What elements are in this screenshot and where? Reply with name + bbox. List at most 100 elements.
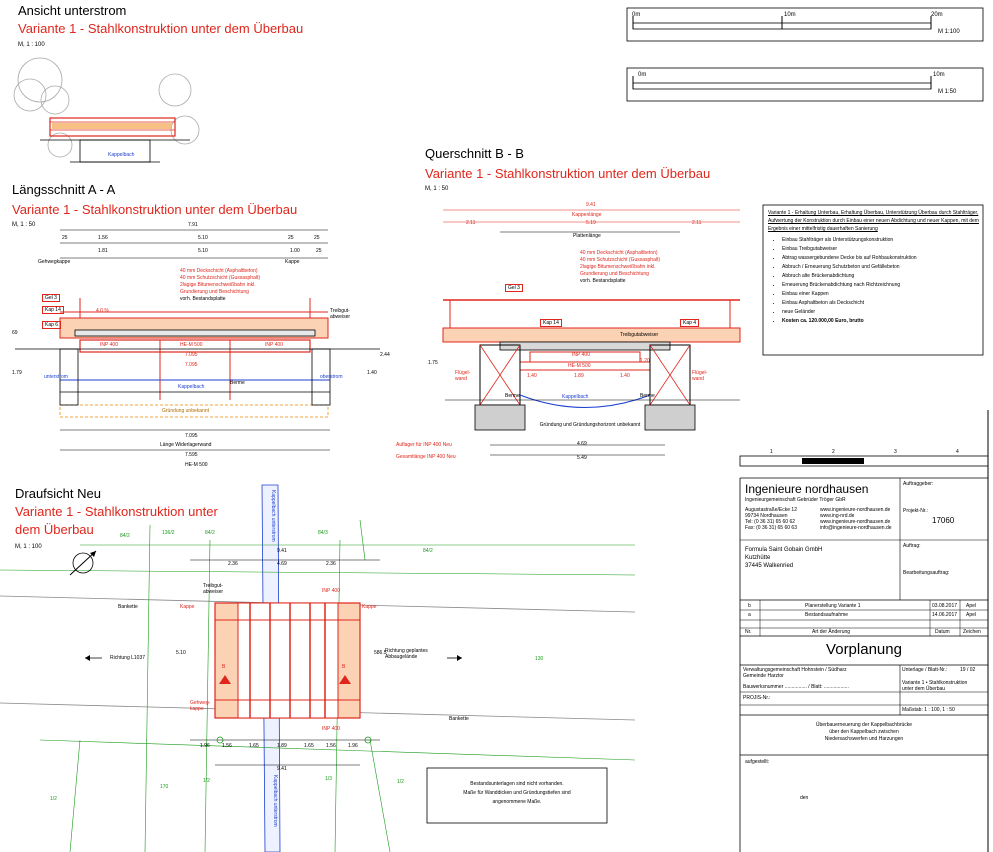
notes-heading: Variante 1 - Erhaltung Unterbau, Erhaltu… — [768, 210, 979, 232]
quer-label: Kappenlänge — [572, 212, 602, 218]
quer-label: 5.49 — [577, 455, 587, 461]
quer-label: INP 400 — [572, 352, 590, 358]
scale-top-0: 0m — [632, 12, 641, 18]
quer-label: Flügel-wand — [692, 370, 708, 382]
quer-label: Kap 4 — [680, 319, 700, 327]
quer-label: 1.89 — [574, 373, 584, 379]
plan-dim: 586.5 — [374, 650, 387, 656]
scale-bottom-label: M 1:50 — [938, 89, 957, 95]
quer-scale: M, 1 : 50 — [425, 186, 449, 192]
quer-label: Berme — [640, 393, 655, 399]
laengs-dim: 5.10 — [198, 248, 208, 254]
quer-label: Gel 3 — [505, 284, 523, 292]
plan-dim: 1.56 — [326, 743, 336, 749]
laengs-label: 2.44 — [380, 352, 390, 358]
laengs-label: Kappe — [285, 259, 300, 265]
laengs-dim: 25 — [62, 235, 68, 241]
tb-label: Bearbeitungsauftrag: — [903, 570, 950, 576]
laengs-dim: 25 — [288, 235, 294, 241]
rev-date: 03.08.2017 — [932, 603, 958, 609]
laengs-label: 1.40 — [367, 370, 377, 376]
scale-label: Maßstab: 1 : 100, 1 : 50 — [902, 707, 955, 713]
plan-dim: 1.96 — [348, 743, 358, 749]
parcel-label: 130 — [535, 656, 544, 662]
quer-label: Berme — [505, 393, 520, 399]
parcel-label: 170 — [160, 784, 169, 790]
quer-label: 1.40 — [620, 373, 630, 379]
parcel-label: 1/2 — [397, 779, 404, 785]
quer-subtitle: Variante 1 - Stahlkonstruktion unter dem… — [425, 166, 711, 181]
rev-header: Zeichen — [963, 629, 981, 635]
notes-item: neue Geländer — [782, 308, 980, 316]
draufsicht-scale: M, 1 : 100 — [15, 544, 42, 550]
laengs-subtitle: Variante 1 - Stahlkonstruktion unter dem… — [12, 202, 298, 217]
rev-sign: Apel — [966, 603, 977, 609]
plan-label: Kappe — [180, 604, 195, 610]
quer-label: Plattenlänge — [573, 233, 601, 239]
rev-header: Art der Änderung — [812, 629, 851, 635]
draufsicht-title: Draufsicht Neu — [15, 486, 101, 501]
laengs-dim: 5.10 — [198, 235, 208, 241]
draufsicht-plan — [0, 484, 636, 852]
plan-label: INP 400 — [322, 588, 340, 594]
plan-stream-label: Kappelbach unterstrom — [270, 490, 276, 542]
plan-dim: 2.36 — [228, 561, 238, 567]
laengs-label: Treibgut-abweiser — [330, 308, 351, 320]
tb-col: 4 — [956, 449, 959, 455]
quer-label: 4.69 — [577, 441, 587, 447]
tb-col: 1 — [770, 449, 773, 455]
plan-label: Richtung L1037 — [110, 655, 146, 661]
scale-bottom-10: 10m — [933, 72, 945, 78]
planning-phase: Vorplanung — [826, 641, 902, 658]
plan-label: Treibgut-abweiser — [203, 583, 224, 595]
laengs-label: 7.095 — [185, 352, 198, 358]
plan-dim: 4.69 — [277, 561, 287, 567]
rev-text: Bestandsaufnahme — [805, 612, 849, 618]
quer-label: 2.11 — [466, 220, 476, 226]
laengs-label: Gel 3 — [42, 294, 60, 302]
quer-title: Querschnitt B - B — [425, 146, 524, 161]
laengs-label: Kap 14 — [42, 306, 64, 314]
laengs-label: HE-M 500 — [185, 462, 208, 468]
notes-item: Einbau Treibgutabweiser — [782, 245, 980, 253]
plan-dim: 9.41 — [277, 548, 287, 554]
notes-item: Einbau Stahlträger als Unterstützungskon… — [782, 236, 980, 244]
notes-item: Einbau einer Kappen — [782, 290, 980, 298]
parcel-label: 136/2 — [162, 530, 175, 536]
notes-box: Variante 1 - Erhaltung Unterbau, Erhaltu… — [768, 209, 980, 326]
parcel-label: 1/2 — [50, 796, 57, 802]
quer-label: 2.11 — [692, 220, 702, 226]
rev-id: b — [748, 603, 751, 609]
rev-id: a — [748, 612, 751, 618]
plan-label: Bankette — [449, 716, 469, 722]
rev-header: Nr. — [745, 629, 752, 635]
plan-label: Kappe — [362, 604, 377, 610]
info-line: Bestandsunterlagen sind nicht vorhanden. — [470, 781, 564, 787]
laengs-dim: 1.81 — [98, 248, 108, 254]
quer-label: Kap 14 — [540, 319, 562, 327]
authority: Verwaltungsgemeinschaft Hohnstein / Südh… — [743, 667, 847, 679]
laengs-label: 4.0 % — [96, 308, 109, 314]
plan-section-marker: B — [222, 664, 226, 670]
parcel-label: 1/3 — [325, 776, 332, 782]
quer-label: 9.41 — [586, 202, 596, 208]
scalebar-top — [626, 7, 984, 42]
plan-label: INP 400 — [322, 726, 340, 732]
scale-bottom-0: 0m — [638, 72, 647, 78]
quer-label: 1.20 — [640, 358, 650, 364]
laengs-label: Kap 6 — [42, 321, 62, 329]
draufsicht-subtitle-1: Variante 1 - Stahlkonstruktion unter — [15, 504, 218, 519]
scale-top-label: M 1:100 — [938, 29, 960, 35]
scalebar-bottom — [626, 67, 984, 102]
plan-label: Richtung geplantes Abbaugelände — [385, 648, 428, 660]
ansicht-title: Ansicht unterstrom — [18, 3, 127, 18]
ansicht-water-label: Kappelbach — [108, 152, 135, 158]
quer-label: Auflager für INP 400 Neu — [396, 442, 452, 448]
notes-item: Kosten ca. 120.000,00 Euro, brutto — [782, 317, 980, 325]
laengs-label: INP 400 — [100, 342, 118, 348]
scale-top-10: 10m — [784, 12, 796, 18]
